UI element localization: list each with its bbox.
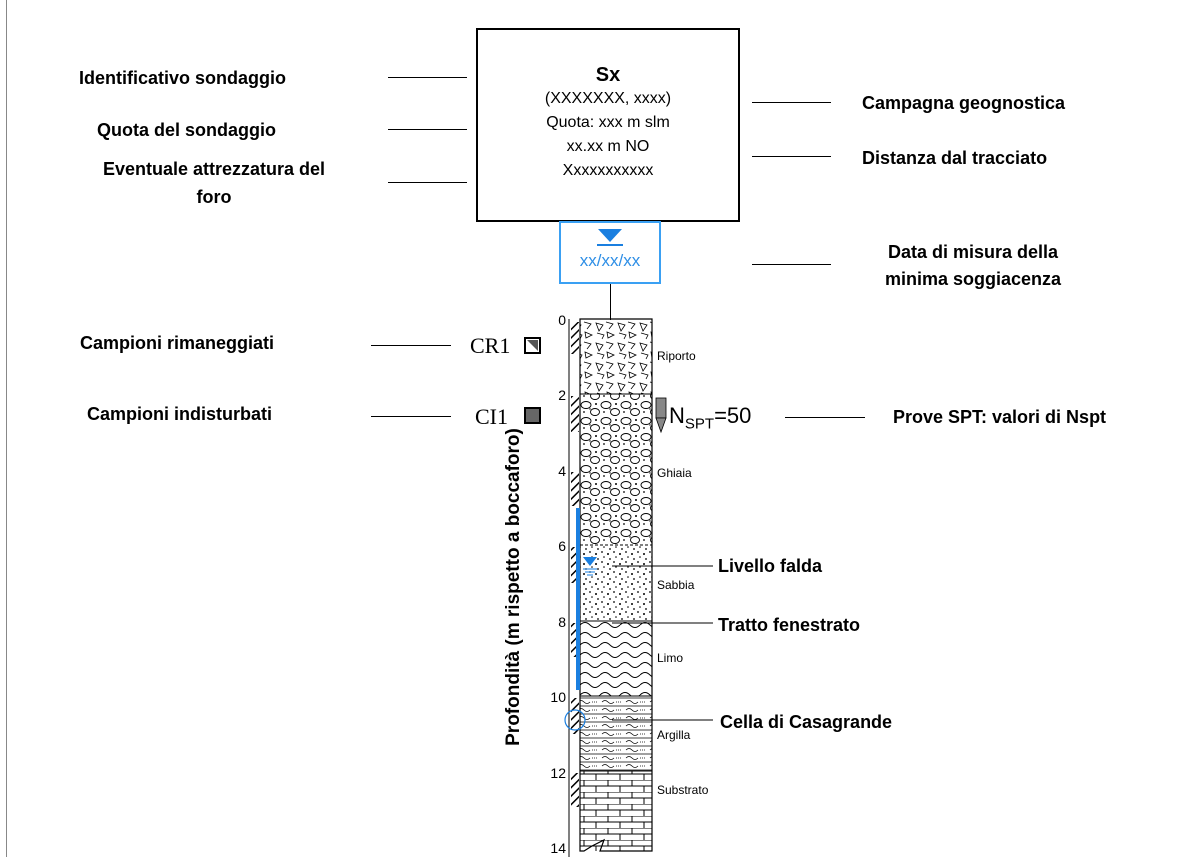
layer-ghiaia-fill <box>580 394 652 545</box>
label-distanza: Distanza dal tracciato <box>862 148 1048 168</box>
borehole-id: Sx <box>595 64 621 86</box>
page-border <box>6 0 7 857</box>
label-data-misura-1: Data di misura della <box>887 242 1059 262</box>
label-campioni-indisturbati: Campioni indisturbati <box>87 404 273 424</box>
depth-scale-hatches <box>571 322 579 807</box>
layer-name-sabbia: Sabbia <box>657 578 695 592</box>
leader-identificativo <box>388 77 467 78</box>
spt-icon <box>655 397 667 434</box>
layer-sabbia-fill <box>580 545 652 621</box>
water-level-icon <box>598 229 622 242</box>
spt-eq-value: =50 <box>714 403 752 428</box>
layer-substrato-fill <box>580 771 652 851</box>
sample-cr-label: CR1 <box>470 333 511 358</box>
label-quota: Quota del sondaggio <box>97 120 276 140</box>
depth-tick-2: 2 <box>558 387 566 403</box>
depth-tick-14: 14 <box>550 840 566 856</box>
depth-tick-4: 4 <box>558 463 566 479</box>
layer-limo-fill <box>580 621 652 696</box>
layer-riporto-fill <box>580 319 652 394</box>
column-outline <box>579 318 653 852</box>
spt-value: NSPT=50 <box>669 404 751 436</box>
label-campioni-rimaneggiati: Campioni rimaneggiati <box>80 333 275 353</box>
header-campaign: (XXXXXXX, xxxx) <box>544 90 672 107</box>
spt-sub: SPT <box>684 415 715 433</box>
label-prove-spt: Prove SPT: valori di Nspt <box>893 407 1107 427</box>
label-identificativo: Identificativo sondaggio <box>79 68 287 88</box>
layer-name-substrato: Substrato <box>657 783 709 797</box>
layer-name-ghiaia: Ghiaia <box>657 466 692 480</box>
label-campagna: Campagna geognostica <box>862 93 1066 113</box>
layer-argilla-fill <box>580 696 652 771</box>
layer-name-argilla: Argilla <box>657 728 691 742</box>
casagrande-cell-icon <box>564 709 586 731</box>
leader-campioni-rim <box>371 345 451 346</box>
layer-boundaries <box>580 393 652 772</box>
leader-distanza <box>752 156 831 157</box>
depth-tick-8: 8 <box>558 614 566 630</box>
layer-name-riporto: Riporto <box>657 349 696 363</box>
sample-ci-label: CI1 <box>475 404 508 429</box>
depth-tick-12: 12 <box>550 765 566 781</box>
header-distance: xx.xx m NO <box>566 138 650 155</box>
label-data-misura-2: minima soggiacenza <box>884 269 1062 289</box>
water-date: xx/xx/xx <box>579 251 641 270</box>
depth-tick-0: 0 <box>558 312 566 328</box>
water-level-symbol <box>583 557 597 576</box>
spt-n: N <box>669 403 685 428</box>
depth-tick-6: 6 <box>558 538 566 554</box>
leader-attrezzatura <box>388 182 467 183</box>
label-attrezzatura-1: Eventuale attrezzatura del <box>102 159 326 179</box>
depth-tick-10: 10 <box>550 689 566 705</box>
leader-campagna <box>752 102 831 103</box>
leader-quota <box>388 129 467 130</box>
water-date-box: xx/xx/xx <box>559 221 661 284</box>
layer-name-limo: Limo <box>657 651 684 665</box>
label-tratto-fenestrato: Tratto fenestrato <box>718 615 861 635</box>
label-attrezzatura-2: foro <box>196 187 232 207</box>
undisturbed-sample-icon <box>524 407 541 424</box>
column-leaders <box>612 565 713 721</box>
leader-prove-spt <box>785 417 865 418</box>
leader-data-misura <box>752 264 831 265</box>
header-equipment: Xxxxxxxxxxx <box>562 162 654 179</box>
label-livello-falda: Livello falda <box>718 556 823 576</box>
leader-campioni-ind <box>371 416 451 417</box>
water-level-bar <box>597 244 623 246</box>
connector-line <box>610 284 611 320</box>
header-elevation: Quota: xxx m slm <box>546 114 670 131</box>
label-cella-casagrande: Cella di Casagrande <box>720 712 893 732</box>
remolded-sample-icon <box>524 337 541 354</box>
